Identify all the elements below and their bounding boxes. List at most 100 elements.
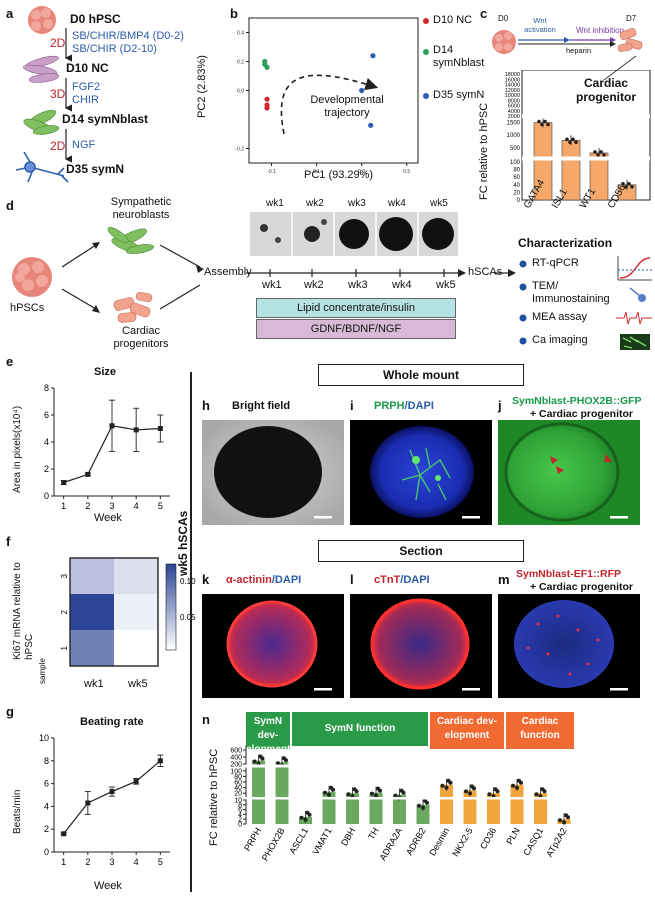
c-dot <box>543 119 547 124</box>
n-dot <box>468 791 472 796</box>
n-bar <box>440 784 453 824</box>
pca-xtick-label: 0.1 <box>313 169 320 175</box>
pca-point-group <box>262 53 376 128</box>
n-dot <box>370 791 374 796</box>
factor-sb-chir: SB/CHIR (D2-10) <box>72 43 157 55</box>
n-dot <box>376 786 380 791</box>
c-ytick-label: 20 <box>513 190 520 196</box>
prph-dapi-image <box>350 420 492 525</box>
m-title-line1: SymNblast-EF1::RFP <box>516 568 622 580</box>
ca-imaging-icon <box>620 334 650 350</box>
n-xtick-label: NKX2-5 <box>450 826 474 858</box>
i-title: PRPH/DAPI <box>374 400 434 412</box>
c-ytick-label: 500 <box>510 146 521 152</box>
pca-point <box>264 96 270 102</box>
hpsc-colony-icon <box>28 6 56 34</box>
pca-point <box>262 58 268 65</box>
neuron-icon <box>15 151 69 183</box>
section-header: Section <box>318 540 524 562</box>
whole-mount-header: Whole mount <box>318 364 524 386</box>
brightfield-image <box>202 420 344 525</box>
l-title-ctnt: cTnT <box>374 574 401 586</box>
trajectory-arrow <box>280 74 379 135</box>
e-ytick-label: 2 <box>44 464 49 474</box>
panel-label-b: b <box>230 6 238 21</box>
n-ytick-label: 100 <box>230 768 242 775</box>
side-label-wk5-hscas: wk5 hSCAs <box>176 510 190 576</box>
method-tem: TEM/ Immunostaining <box>532 280 610 305</box>
n-ytick-label: 200 <box>230 762 242 769</box>
l-title: cTnT/DAPI <box>374 574 430 586</box>
pca-point <box>264 64 270 70</box>
n-bar <box>369 792 383 824</box>
thumb-label-wk3: wk3 <box>348 198 366 209</box>
c-ytick-label: 0 <box>517 198 521 204</box>
e-point <box>157 426 163 431</box>
timeline-wk3: wk3 <box>348 279 368 291</box>
thumb-label-wk5: wk5 <box>430 198 448 209</box>
pca-legend-dots <box>423 18 429 99</box>
media-lipid-box: Lipid concentrate/insulin <box>256 298 456 318</box>
thumb-label-wk4: wk4 <box>388 198 406 209</box>
group-cardiac-development: Cardiac dev- elopment <box>430 712 504 749</box>
assembly-label: Assembly <box>204 266 252 278</box>
g-point <box>61 831 67 837</box>
f-row-axis-label: sample <box>38 658 47 684</box>
j-title-line1: SymNblast-PHOX2B::GFP <box>512 395 642 407</box>
k-title: α-actinin/DAPI <box>226 574 301 586</box>
panel-label-a: a <box>6 6 14 21</box>
g-xtick-label: 3 <box>109 857 114 867</box>
panel-label-f: f <box>6 534 11 549</box>
n-dot <box>421 805 425 810</box>
cardiac-progenitor-cluster-icon <box>113 292 153 323</box>
c-dot <box>568 140 572 145</box>
n-bar <box>416 804 430 824</box>
legend-d10-nc: D10 NC <box>433 14 473 26</box>
factor-fgf2: FGF2 <box>72 81 101 93</box>
pca-point <box>368 122 374 128</box>
e-xlabel: Week <box>94 512 122 524</box>
n-bar <box>346 793 359 824</box>
n-dot <box>303 817 308 822</box>
c-ytick-label: 10000 <box>505 93 520 99</box>
n-dot <box>374 793 378 798</box>
pca-ytick-label: 0.2 <box>237 60 244 66</box>
c-dot <box>571 137 575 142</box>
g-point <box>133 778 139 784</box>
n-dot <box>282 756 286 761</box>
m-title-line2: + Cardiac progenitor <box>530 581 633 593</box>
n-dot <box>327 792 331 797</box>
n-dot <box>440 783 445 788</box>
n-dot <box>493 787 498 792</box>
characterization-title: Characterization <box>518 236 613 250</box>
e-xtick-label: 3 <box>109 501 114 510</box>
panel-label-e: e <box>6 354 14 369</box>
n-dot <box>515 785 519 790</box>
vertical-divider <box>190 372 192 892</box>
timeline-wk5: wk5 <box>436 279 456 291</box>
e-xtick-label: 2 <box>85 501 90 510</box>
n-ytick-label: 60 <box>234 780 242 787</box>
f-colorbar <box>165 563 177 651</box>
output-hscas: hSCAs <box>468 266 503 278</box>
f-cell <box>70 594 114 630</box>
phox2b-gfp-image <box>498 420 640 525</box>
c-ytick-label: 100 <box>510 160 521 166</box>
f-ylabel: Ki67 mRNA relative to hPSC <box>12 562 35 660</box>
c-ytick-label: 8000 <box>508 98 520 104</box>
g-point <box>157 758 163 764</box>
g-point <box>109 789 115 795</box>
e-ylabel: Area in pixels(x10⁴) <box>12 405 23 493</box>
c-dot <box>574 140 578 145</box>
c-tick-group: 1800016000140001200010000800060004000200… <box>505 72 521 204</box>
n-dot <box>346 792 351 797</box>
g-ytick-label: 0 <box>44 847 49 857</box>
f-row-label: 2 <box>60 609 69 614</box>
n-xtick-label: PHOX2B <box>260 826 287 863</box>
g-series-line <box>63 760 161 835</box>
